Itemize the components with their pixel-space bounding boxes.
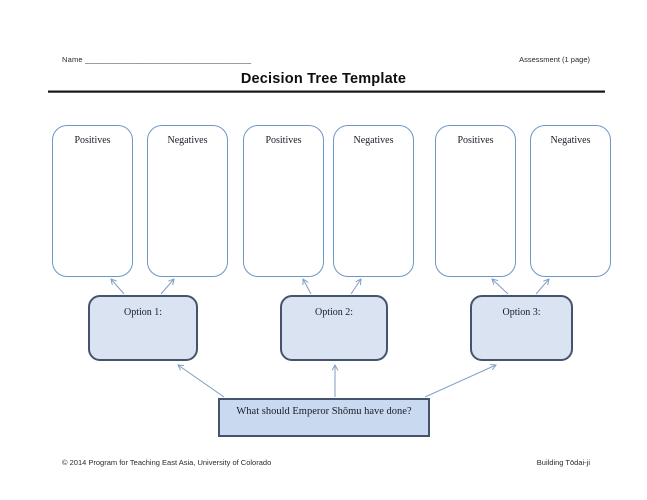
negatives-box-3-label: Negatives: [550, 135, 591, 146]
negatives-box-1: Negatives: [147, 125, 228, 277]
question-text: What should Emperor Shōmu have done?: [236, 406, 412, 417]
negatives-box-2-label: Negatives: [353, 135, 394, 146]
positives-box-1-label: Positives: [74, 135, 111, 146]
title-divider: [48, 90, 605, 93]
question-box: What should Emperor Shōmu have done?: [218, 398, 430, 437]
arrow-question-to-option1: [178, 365, 225, 398]
positives-box-3-label: Positives: [457, 135, 494, 146]
arrow-option1-to-negatives1: [160, 279, 174, 295]
negatives-box-3: Negatives: [530, 125, 611, 277]
option-3-label: Option 3:: [502, 307, 541, 318]
positives-box-2: Positives: [243, 125, 324, 277]
arrow-option3-to-negatives3: [535, 279, 549, 295]
arrow-option2-to-negatives2: [350, 279, 361, 295]
positives-box-3: Positives: [435, 125, 516, 277]
positives-box-2-label: Positives: [265, 135, 302, 146]
negatives-box-2: Negatives: [333, 125, 414, 277]
copyright-text: © 2014 Program for Teaching East Asia, U…: [62, 458, 272, 467]
arrow-option2-to-positives2: [303, 279, 312, 295]
assessment-label: Assessment (1 page): [519, 55, 590, 64]
page-title: Decision Tree Template: [240, 71, 407, 87]
name-label: Name: [62, 55, 83, 64]
option-1-box: Option 1:: [88, 295, 198, 361]
name-field-label: Name ___________________________________…: [62, 55, 251, 64]
option-2-box: Option 2:: [280, 295, 388, 361]
name-blank-line: ______________________________________: [85, 55, 252, 64]
arrow-option1-to-positives1: [111, 279, 125, 295]
option-1-label: Option 1:: [123, 307, 163, 318]
option-2-label: Option 2:: [314, 307, 354, 318]
arrow-question-to-option3: [424, 365, 496, 398]
lesson-title-text: Building Tōdai-ji: [536, 458, 590, 467]
negatives-box-1-label: Negatives: [167, 135, 208, 146]
option-3-box: Option 3:: [470, 295, 573, 361]
arrow-option3-to-positives3: [492, 279, 509, 295]
positives-box-1: Positives: [52, 125, 133, 277]
